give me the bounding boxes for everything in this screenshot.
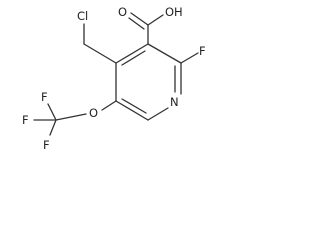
bond-c5-c6-inner [121,98,147,114]
bond-cf3-f-top [47,103,57,121]
atom-label-f-bottom: F [43,138,50,152]
bond-c-oh [147,14,164,26]
bond-c5-c6 [115,100,149,121]
bond-o-cf3 [55,113,87,121]
bond-c6-n [147,107,169,121]
atom-label-f-left: F [22,113,29,127]
atom-label-o-ether: O [89,106,98,120]
bond-cf3-f-bottom [49,119,57,136]
bond-c5-o [101,100,117,111]
bond-c-o-carbonyl-2 [128,17,145,30]
atom-label-oh: OH [165,5,183,19]
atom-label-cl: Cl [77,9,88,23]
bond-c3-c4-inner [121,50,146,66]
atom-label-o-carbonyl: O [118,5,127,19]
bond-c3-c4 [115,43,149,64]
bond-c-o-carbonyl-1 [130,12,149,26]
atom-label-f-ring: F [199,44,206,58]
bond-c4-ch2 [83,43,117,64]
atom-label-f-top: F [41,90,48,104]
bond-c2-c3 [147,43,182,64]
structure-canvas: OH O Cl F N O F F F [0,0,222,158]
bond-c2-f [180,52,199,64]
molecule-drawing: OH O Cl F N O F F F [22,5,206,152]
atom-label-n: N [170,95,179,109]
